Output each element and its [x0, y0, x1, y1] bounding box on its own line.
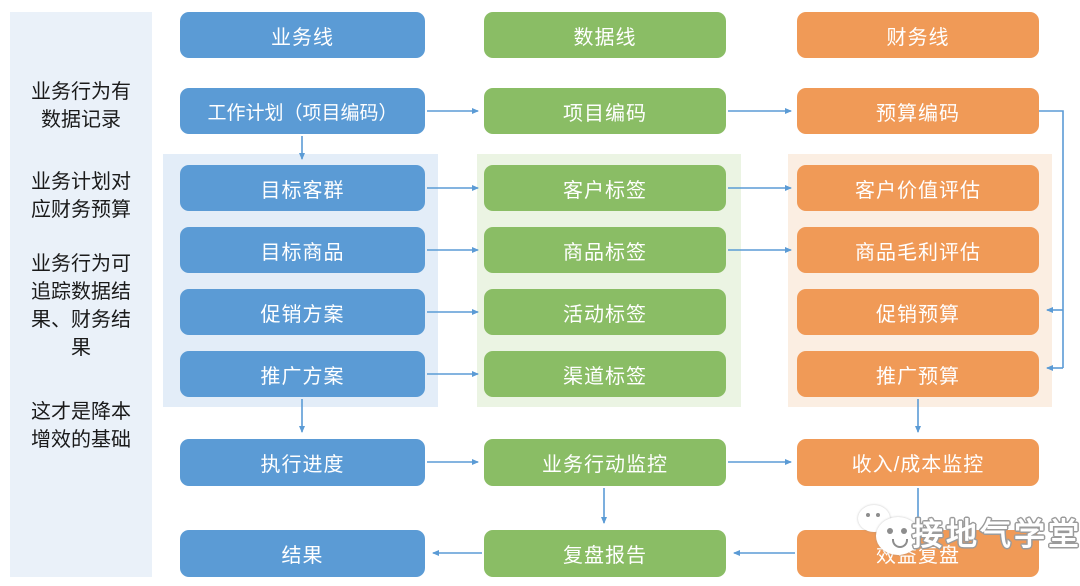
node-promotion-plan: 促销方案 — [180, 289, 425, 335]
sidebar-note-4: 这才是降本 增效的基础 — [31, 401, 131, 451]
node-finance-line-header: 财务线 — [797, 12, 1039, 58]
chat-face-icon — [876, 517, 920, 555]
node-activity-tags: 活动标签 — [484, 289, 726, 335]
watermark-text: 接地气学堂 — [912, 517, 1080, 552]
node-promotion-budget: 促销预算 — [797, 289, 1039, 335]
node-review-report: 复盘报告 — [484, 530, 726, 577]
node-product-tags: 商品标签 — [484, 227, 726, 273]
sidebar — [10, 12, 152, 577]
sidebar-note-2: 业务计划对 应财务预算 — [31, 171, 131, 221]
node-target-customers: 目标客群 — [180, 165, 425, 211]
watermark: 接地气学堂 — [850, 503, 1079, 569]
node-work-plan: 工作计划（项目编码） — [180, 88, 425, 134]
node-project-code: 项目编码 — [484, 88, 726, 134]
node-marketing-plan: 推广方案 — [180, 351, 425, 397]
node-marketing-budget: 推广预算 — [797, 351, 1039, 397]
node-channel-tags: 渠道标签 — [484, 351, 726, 397]
node-business-action-monitor: 业务行动监控 — [484, 439, 726, 486]
node-data-line-header: 数据线 — [484, 12, 726, 58]
sidebar-note-3: 业务行为可 追踪数据结 果、财务结 果 — [31, 253, 131, 359]
node-business-line-header: 业务线 — [180, 12, 425, 58]
node-result: 结果 — [180, 530, 425, 577]
node-target-products: 目标商品 — [180, 227, 425, 273]
node-execution-progress: 执行进度 — [180, 439, 425, 486]
node-revenue-cost-monitor: 收入/成本监控 — [797, 439, 1039, 486]
node-customer-value-eval: 客户价值评估 — [797, 165, 1039, 211]
node-budget-code: 预算编码 — [797, 88, 1039, 134]
sidebar-note-1: 业务行为有 数据记录 — [31, 81, 131, 131]
node-customer-tags: 客户标签 — [484, 165, 726, 211]
node-product-margin-eval: 商品毛利评估 — [797, 227, 1039, 273]
